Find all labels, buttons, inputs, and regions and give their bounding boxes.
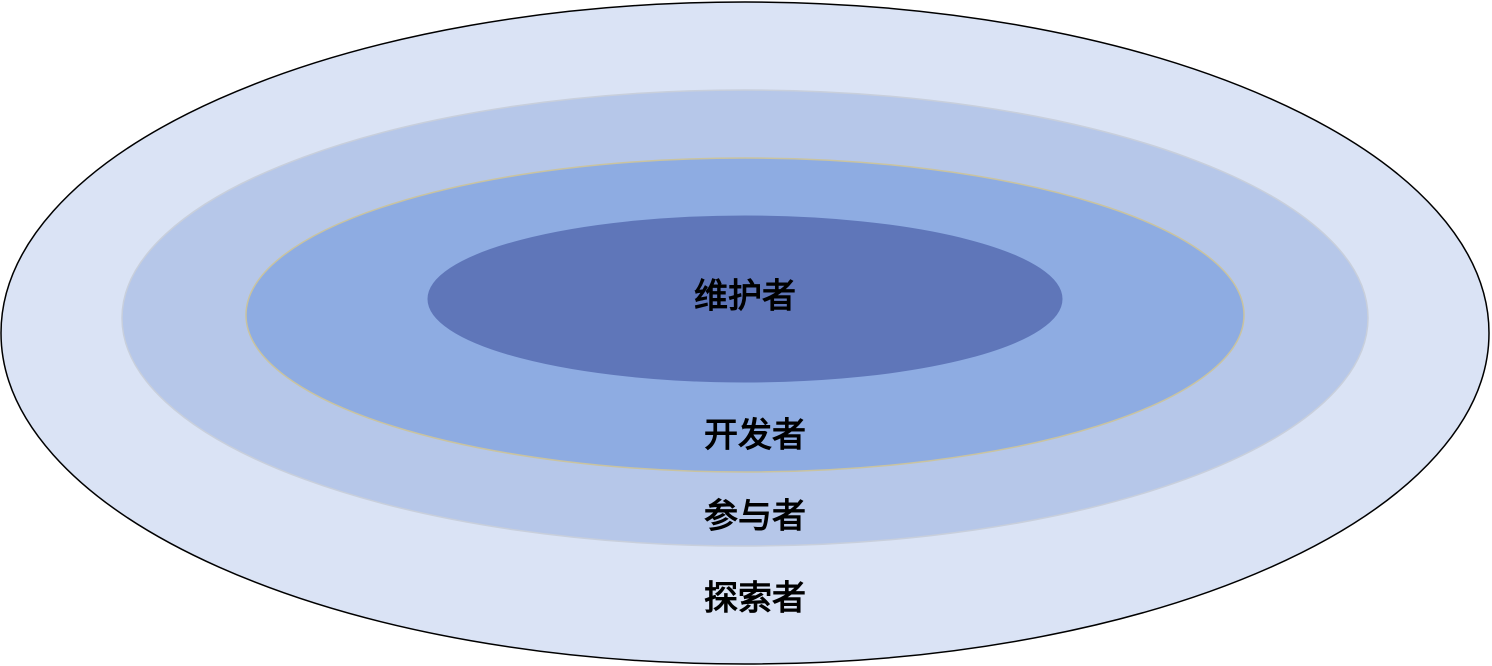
label-explorer: 探索者 — [704, 579, 806, 619]
label-maintainer: 维护者 — [694, 277, 796, 317]
label-participant: 参与者 — [704, 497, 806, 537]
label-developer: 开发者 — [704, 416, 806, 456]
ring-maintainer — [427, 215, 1063, 383]
